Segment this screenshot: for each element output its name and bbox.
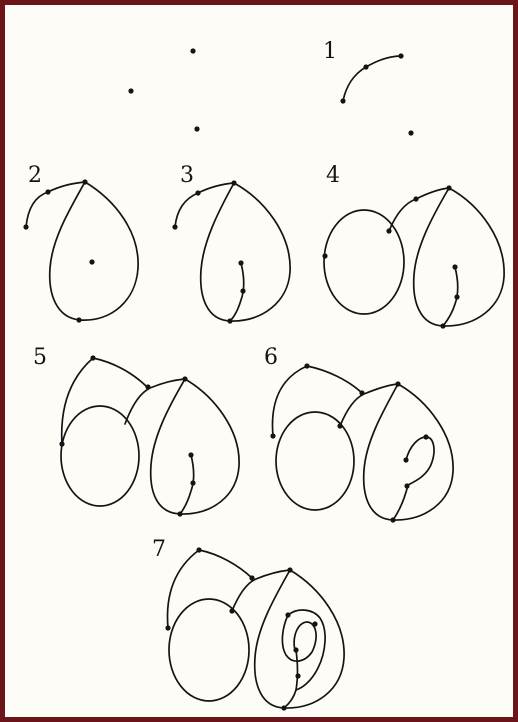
dot <box>188 452 193 457</box>
dot <box>195 190 200 195</box>
dot <box>440 323 445 328</box>
step-4: 4 <box>322 163 504 329</box>
arch <box>125 379 185 424</box>
dot <box>423 434 428 439</box>
dot <box>82 179 87 184</box>
arch <box>232 570 290 611</box>
dot <box>190 48 195 53</box>
dot <box>404 483 409 488</box>
dot <box>194 126 199 131</box>
step-4-number: 4 <box>326 163 340 188</box>
dot <box>322 253 327 258</box>
top-arch <box>272 366 362 436</box>
dot <box>363 64 368 69</box>
step-1: 1 <box>128 39 413 136</box>
dot <box>177 511 182 516</box>
step-5: 5 <box>33 345 239 517</box>
dot <box>231 180 236 185</box>
dot <box>249 575 254 580</box>
step-6-number: 6 <box>264 345 278 370</box>
dot <box>238 260 243 265</box>
loop <box>61 406 139 506</box>
dot <box>395 381 400 386</box>
dot <box>165 625 170 630</box>
dot <box>304 363 309 368</box>
dot <box>229 608 234 613</box>
dot <box>59 441 64 446</box>
inner-loop-middle <box>282 615 316 661</box>
dot <box>196 547 201 552</box>
dot <box>359 390 364 395</box>
dot <box>190 480 195 485</box>
dot <box>23 224 28 229</box>
arch <box>389 188 449 231</box>
dot <box>89 259 94 264</box>
teardrop <box>201 183 290 321</box>
stroke <box>175 183 234 227</box>
dot <box>337 423 342 428</box>
step-2-number: 2 <box>28 163 42 188</box>
dot <box>386 228 391 233</box>
dot <box>413 196 418 201</box>
step-3-number: 3 <box>180 163 194 188</box>
dot <box>446 185 451 190</box>
dot <box>182 376 187 381</box>
teardrop <box>151 379 239 514</box>
step-5-number: 5 <box>33 345 47 370</box>
dot <box>454 294 459 299</box>
step-1-number: 1 <box>323 39 337 64</box>
dot <box>172 224 177 229</box>
dot <box>340 98 345 103</box>
dot <box>227 318 232 323</box>
stroke <box>26 182 85 227</box>
step-7: 7 <box>152 537 344 711</box>
dot <box>240 288 245 293</box>
dot <box>45 189 50 194</box>
dot <box>312 621 317 626</box>
dot <box>76 317 81 322</box>
dot <box>285 612 290 617</box>
teardrop <box>414 188 504 326</box>
dot <box>128 88 133 93</box>
dot <box>403 457 408 462</box>
stroke <box>343 56 401 101</box>
teardrop <box>255 570 344 708</box>
step-3: 3 <box>172 163 290 324</box>
step-2: 2 <box>23 163 138 323</box>
dot <box>145 384 150 389</box>
dot <box>295 673 300 678</box>
step-6: 6 <box>264 345 453 523</box>
step-7-number: 7 <box>152 537 166 562</box>
dot <box>398 53 403 58</box>
dot <box>452 264 457 269</box>
arch <box>340 384 398 426</box>
dot <box>293 647 298 652</box>
loop <box>169 599 249 701</box>
dot <box>408 130 413 135</box>
dot <box>270 433 275 438</box>
dot <box>90 355 95 360</box>
dot <box>281 705 286 710</box>
inner-loop <box>393 437 434 520</box>
dot <box>390 517 395 522</box>
dot <box>287 567 292 572</box>
teardrop <box>50 182 138 320</box>
